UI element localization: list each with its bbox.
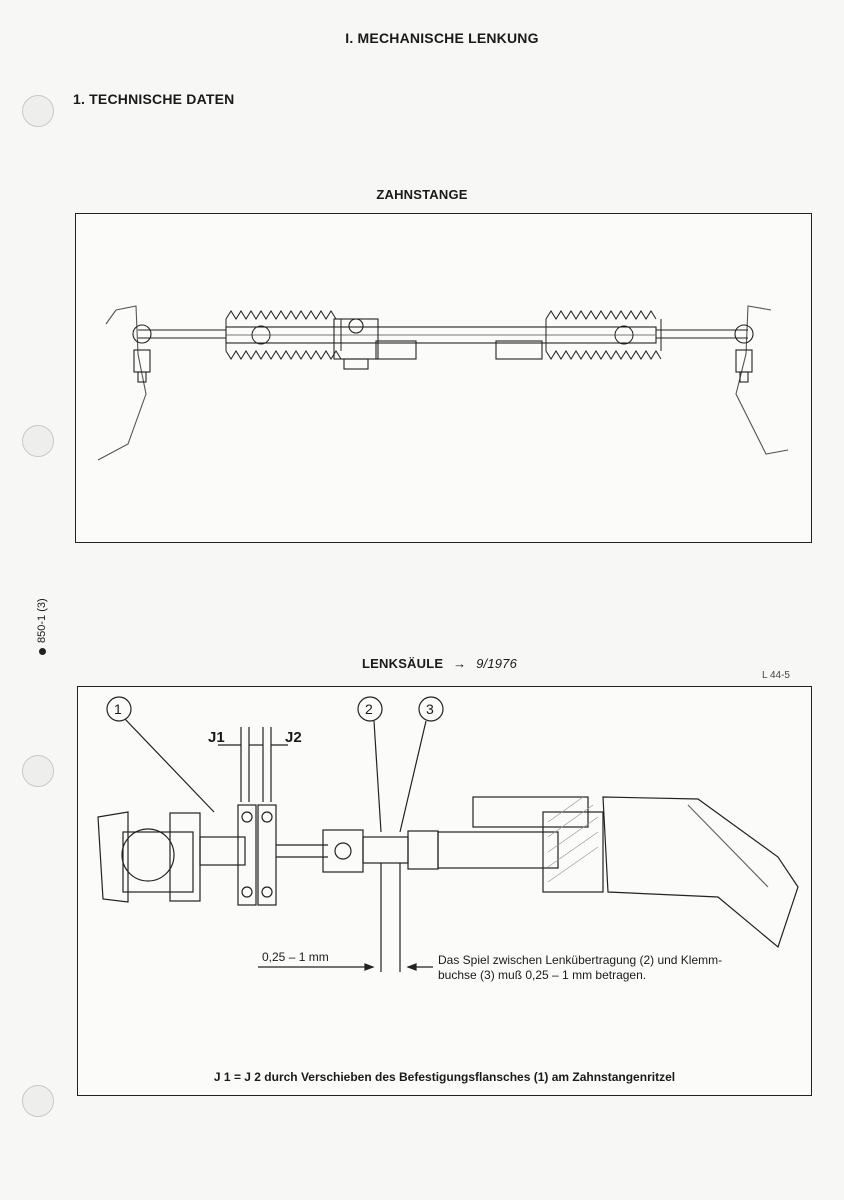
steering-column-drawing xyxy=(97,696,799,972)
figure1-frame xyxy=(75,213,812,543)
callout-1: 1 xyxy=(114,701,122,717)
chapter-title: I. MECHANISCHE LENKUNG xyxy=(345,30,539,46)
side-label-text: 850-1 (3) xyxy=(36,598,48,643)
label-j2: J2 xyxy=(285,729,302,746)
figure2-frame: 1 2 3 J1 J2 0,25 – 1 mm Das Spiel zwisch… xyxy=(77,686,812,1096)
arrow-right-icon: → xyxy=(453,656,467,671)
figure2-ref-code: L 44-5 xyxy=(762,670,790,681)
figure1-caption: ZAHNSTANGE xyxy=(376,187,468,202)
callout-3: 3 xyxy=(426,701,434,717)
bullet-dot xyxy=(38,648,46,655)
binder-hole xyxy=(22,1085,54,1117)
clearance-note-line1: Das Spiel zwischen Lenkübertragung (2) u… xyxy=(438,953,723,967)
figure2-footer: J 1 = J 2 durch Verschieben des Befestig… xyxy=(213,1070,676,1084)
callout-2: 2 xyxy=(365,701,373,717)
section-title: 1. TECHNISCHE DATEN xyxy=(73,91,235,107)
figure2-caption: LENKSÄULE → 9/1976 xyxy=(362,656,517,671)
binder-hole xyxy=(22,425,54,457)
figure2-caption-text: LENKSÄULE xyxy=(362,656,444,671)
figure2-date: 9/1976 xyxy=(476,656,518,671)
dimension-label: 0,25 – 1 mm xyxy=(262,950,329,964)
side-label: 850-1 (3) xyxy=(36,598,48,655)
binder-hole xyxy=(22,755,54,787)
clearance-note: Das Spiel zwischen Lenkübertragung (2) u… xyxy=(438,953,722,983)
binder-hole xyxy=(22,95,54,127)
label-j1: J1 xyxy=(208,729,225,746)
clearance-note-line2: buchse (3) muß 0,25 – 1 mm betragen. xyxy=(438,968,647,982)
rack-drawing xyxy=(97,305,789,461)
